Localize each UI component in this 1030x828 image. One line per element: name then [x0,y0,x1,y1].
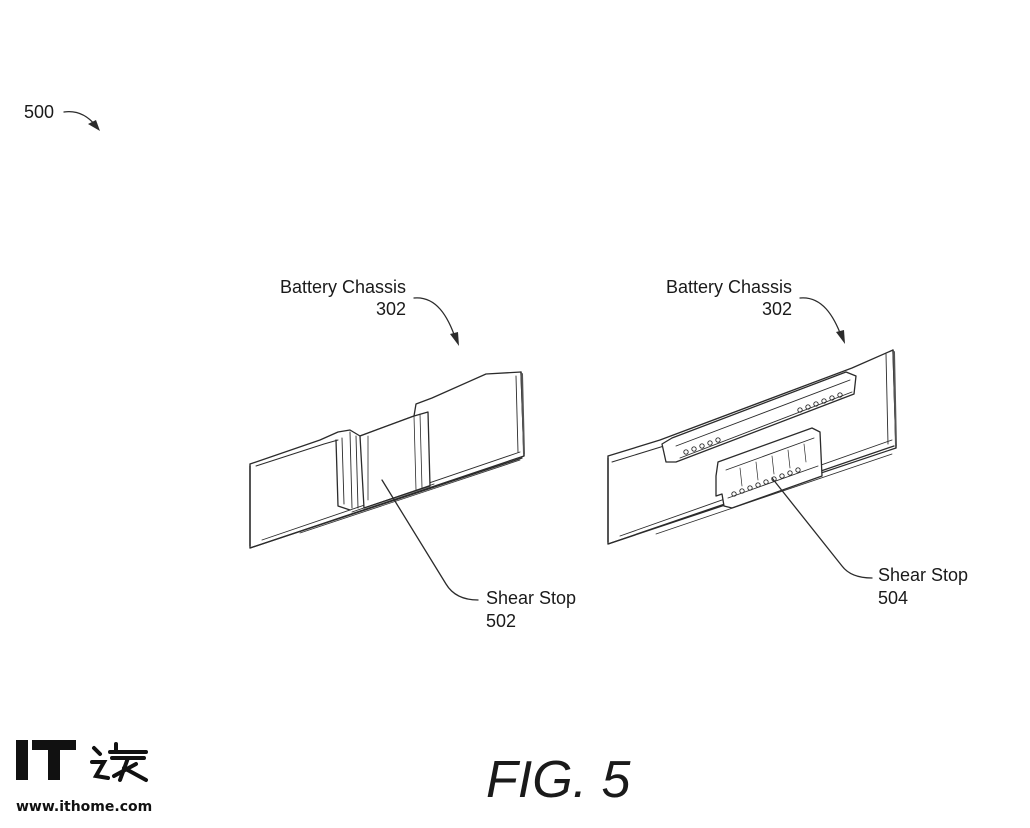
left-chassis-label: Battery Chassis [279,277,406,297]
left-chassis-leader [413,297,459,346]
right-chassis-drawing [607,349,897,545]
right-chassis-ref: 302 [761,299,792,319]
left-chassis-ref: 302 [375,299,406,319]
left-shear-stop-label: Shear Stop [486,588,577,608]
figure-caption: FIG. 5 [486,751,631,809]
figure-ref-number: 500 [24,102,55,122]
right-chassis-label: Battery Chassis [665,277,792,297]
left-shear-stop-ref: 502 [486,611,517,631]
ithome-logo [16,740,148,782]
left-chassis-drawing [249,371,525,549]
right-shear-stop-leader [771,477,873,579]
right-shear-stop-label: Shear Stop [878,565,969,585]
figure-ref-arrow [63,110,100,131]
watermark-url: www.ithome.com [16,799,153,815]
right-chassis-leader [799,297,845,344]
left-shear-stop-leader [381,479,479,601]
right-shear-stop-ref: 504 [878,588,909,608]
